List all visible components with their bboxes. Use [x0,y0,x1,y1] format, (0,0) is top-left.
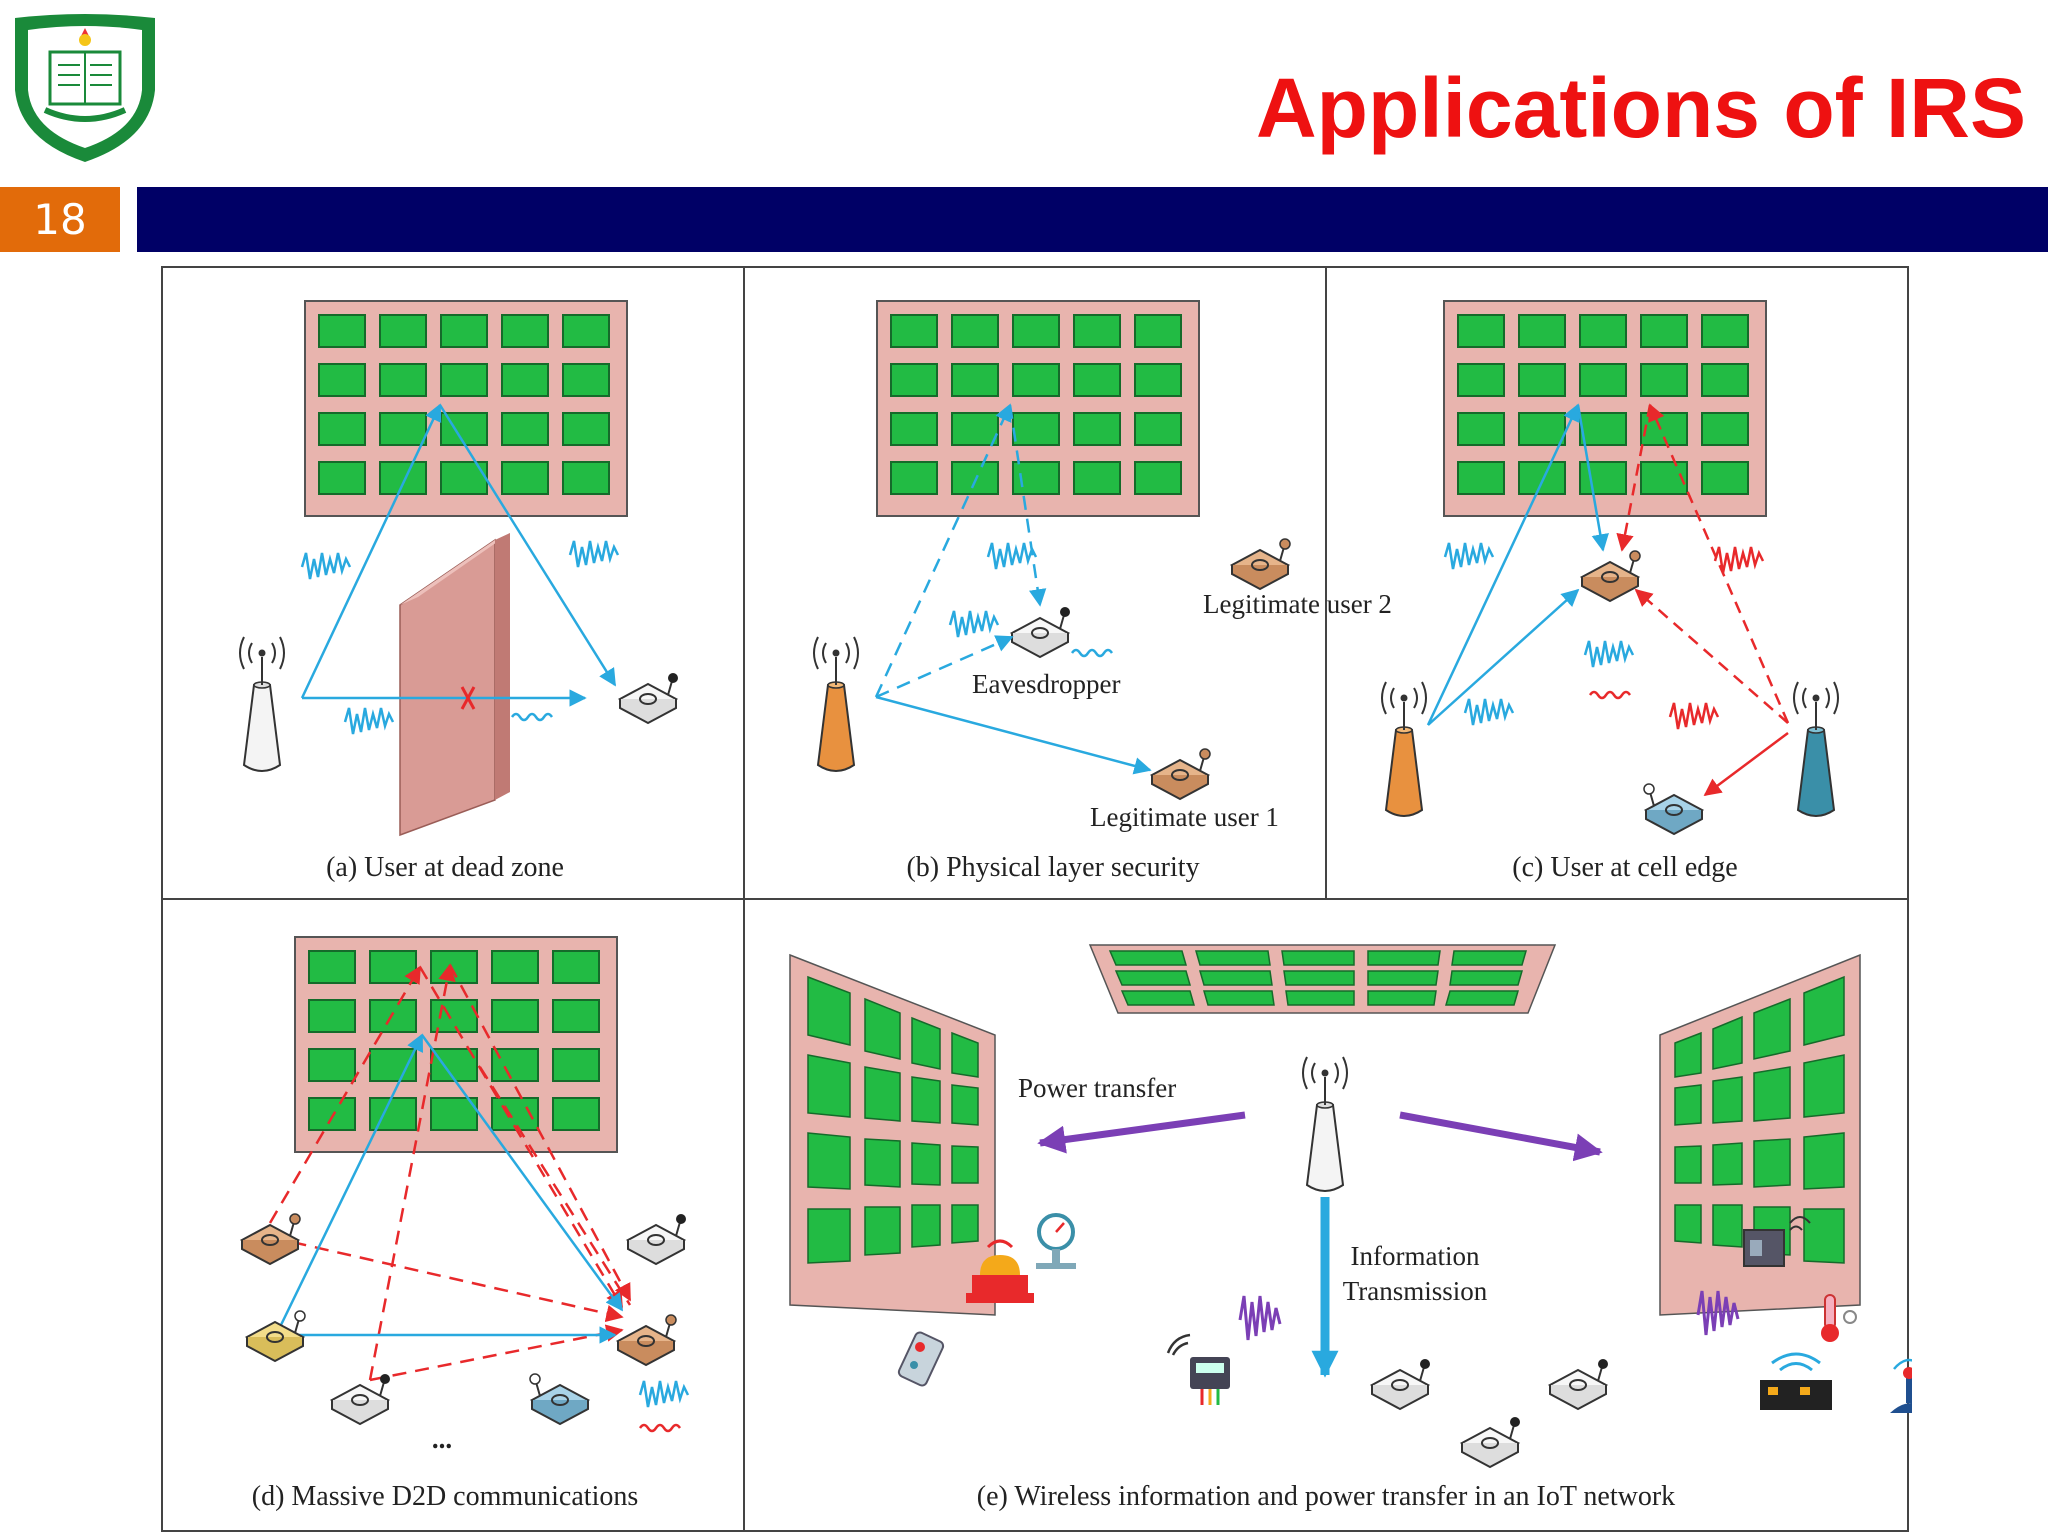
alarm-siren-icon [966,1239,1034,1303]
signal-links [874,403,1152,775]
d2d-interference-links [268,963,632,1382]
left-wall-irs-panel [789,953,996,1316]
power-waveform [1238,1294,1282,1342]
university-logo [15,14,155,162]
eavesdropper-device [1011,606,1071,658]
d2d-receiver-device [617,1314,677,1366]
cell-edge-user-device [1581,550,1641,602]
panel-a-dead-zone: (a) User at dead zone [239,300,679,883]
iot-user-device [1461,1416,1521,1468]
caption-e: (e) Wireless information and power trans… [977,1481,1675,1512]
caption-b: (b) Physical layer security [906,852,1199,883]
panel-c-cell-edge: (c) User at cell edge [1381,300,1839,883]
d2d-device [529,1373,589,1425]
iot-user-device [1549,1358,1609,1410]
smart-meter-icon [1166,1333,1230,1405]
figure-grid [161,266,1909,1532]
power-transfer-arrows [1037,1111,1603,1162]
iot-user-device [1371,1358,1431,1410]
irs-panel [1443,300,1767,517]
base-station [1381,681,1427,817]
smart-lock-icon [1743,1216,1811,1267]
label-eavesdropper: Eavesdropper [972,669,1120,699]
signal-links [300,403,617,707]
signal-links [1426,403,1609,726]
signal-waveform [568,539,620,569]
d2d-device [627,1213,687,1265]
title-bar [137,187,2048,252]
interference-waveform [1713,545,1765,575]
interference-waveform [1588,690,1632,700]
ceiling-irs-panel [1088,944,1557,1014]
thermometer-icon [1821,1294,1857,1342]
label-legitimate-user-1: Legitimate user 1 [1090,802,1279,832]
blocking-wall [399,533,510,837]
signal-waveform [1463,697,1515,727]
user-device [619,672,679,724]
panel-b-physical-layer-security: Legitimate user 2 Eavesdropper Legitimat… [813,300,1392,883]
signal-waveform [986,541,1038,571]
interference-waveform [1668,701,1720,731]
label-transmission: Transmission [1343,1276,1488,1306]
signal-waveform [1443,541,1495,571]
interference-links [1616,403,1790,724]
caption-a: (a) User at dead zone [326,852,564,883]
panel-d-massive-d2d: ... (d) Massive D2D communications [241,936,690,1512]
irs-panel [294,936,618,1153]
signal-waveform [1583,639,1635,669]
neighbor-user-device [1643,783,1703,835]
legitimate-user-2-device [1231,538,1291,590]
d2d-transmitter-device [246,1310,306,1362]
label-information: Information [1351,1241,1480,1271]
slide-number: 18 [0,187,120,252]
signal-waveform [638,1379,690,1409]
blocked-mark [460,686,476,710]
pressure-gauge-icon [1036,1213,1076,1269]
d2d-signal-links [278,1033,624,1344]
access-point [1302,1056,1348,1192]
legitimate-user-1-device [1151,748,1211,800]
router-icon [1760,1352,1832,1410]
joystick-icon [1890,1358,1912,1413]
base-station [813,636,859,772]
irs-panel [304,300,628,517]
weak-signal-waveform [510,712,554,722]
neighbor-link [1703,731,1789,797]
label-legitimate-user-2: Legitimate user 2 [1203,589,1392,619]
signal-waveform [948,609,1000,639]
interference-waveform [638,1423,682,1433]
more-devices-ellipsis: ... [432,1424,452,1454]
base-station [239,636,285,772]
label-power-transfer: Power transfer [1018,1073,1176,1103]
panel-e-swipt-iot: Power transfer Information Transmission [789,944,1912,1512]
slide-title: Applications of IRS [1255,61,2026,155]
irs-panel [876,300,1200,517]
neighbor-base-station [1793,681,1839,817]
signal-waveform [300,551,352,581]
d2d-device [331,1373,391,1425]
signal-waveform [1070,648,1114,658]
remote-control-icon [897,1331,945,1387]
caption-c: (c) User at cell edge [1512,852,1737,883]
signal-waveform [343,706,395,736]
caption-d: (d) Massive D2D communications [252,1481,639,1512]
irs-applications-figure: (a) User at dead zone Legitimate user 2 … [161,266,1912,1532]
right-wall-irs-panel [1659,953,1861,1316]
